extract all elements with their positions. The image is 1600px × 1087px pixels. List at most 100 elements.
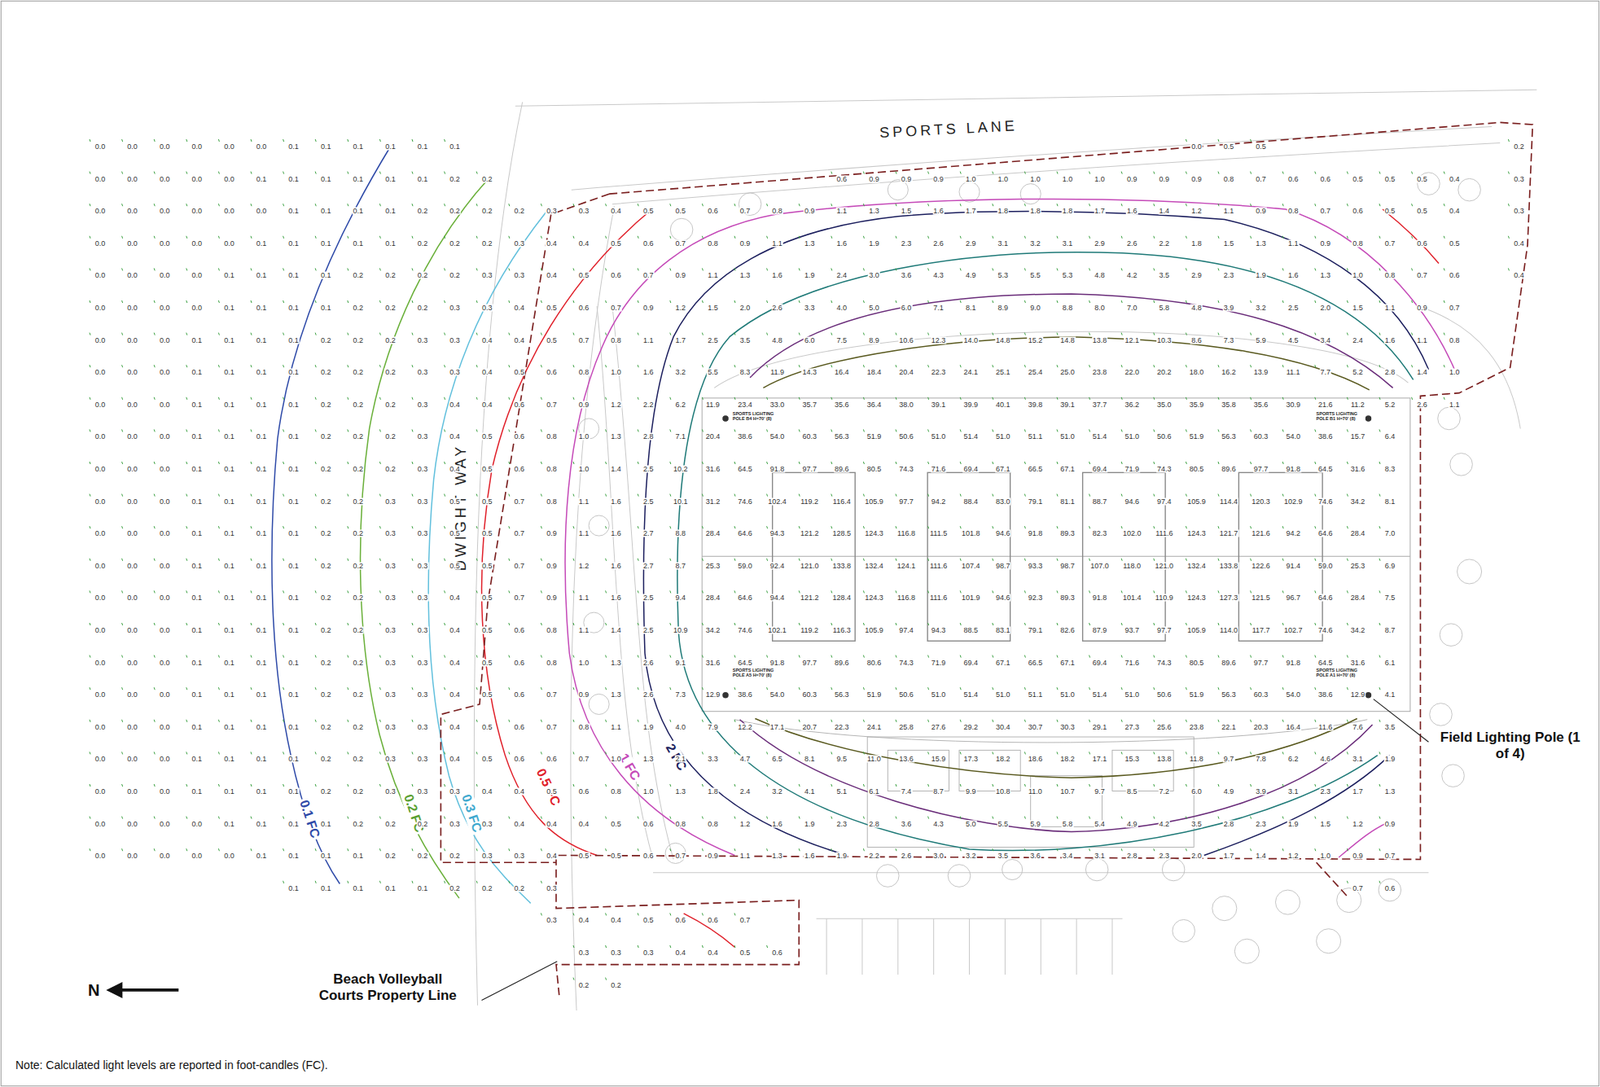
illuminance-value: 5.5 (1029, 271, 1042, 280)
grid-marker (767, 945, 768, 948)
illuminance-value: 34.2 (705, 626, 722, 635)
illuminance-value: 4.9 (964, 271, 978, 280)
illuminance-value: 24.1 (962, 368, 979, 377)
illuminance-value: 0.1 (255, 852, 268, 860)
grid-marker (1218, 558, 1219, 562)
illuminance-value: 0.3 (578, 207, 591, 215)
illuminance-value: 0.1 (287, 368, 300, 377)
illuminance-value: 116.8 (896, 530, 917, 538)
grid-marker (798, 622, 800, 626)
grid-marker (347, 461, 349, 465)
grid-marker (122, 461, 123, 465)
illuminance-value: 0.1 (255, 368, 268, 377)
illuminance-value: 59.0 (736, 561, 754, 570)
grid-marker (767, 558, 768, 562)
illuminance-value: 0.1 (191, 691, 204, 699)
illuminance-value: 105.9 (1186, 497, 1207, 505)
illuminance-value: 0.0 (126, 755, 139, 763)
grid-marker (444, 171, 446, 175)
grid-marker (798, 719, 800, 723)
illuminance-value: 3.4 (1319, 336, 1333, 344)
illuminance-value: 1.4 (609, 626, 623, 635)
grid-marker (637, 687, 639, 690)
illuminance-value: 0.5 (1415, 175, 1429, 183)
grid-marker (1056, 622, 1058, 626)
illuminance-value: 0.9 (1158, 175, 1171, 183)
grid-marker (315, 719, 316, 723)
grid-marker (540, 203, 542, 207)
illuminance-value: 0.1 (384, 239, 397, 247)
grid-marker (412, 461, 413, 465)
grid-marker (1153, 236, 1155, 239)
illuminance-value: 0.0 (255, 207, 268, 215)
illuminance-value: 1.0 (578, 658, 591, 667)
illuminance-value: 0.0 (126, 304, 139, 312)
grid-marker (540, 590, 542, 593)
contour-lines (271, 145, 1458, 947)
illuminance-value: 20.4 (705, 433, 722, 441)
illuminance-value: 1.6 (1287, 271, 1300, 280)
illuminance-value: 1.3 (739, 271, 752, 280)
illuminance-value: 0.1 (191, 594, 204, 602)
grid-marker (186, 171, 188, 175)
illuminance-value: 6.2 (1287, 755, 1300, 763)
grid-marker (637, 622, 639, 626)
grid-marker (283, 364, 285, 368)
illuminance-value: 0.5 (739, 949, 752, 957)
illuminance-value: 0.1 (287, 691, 300, 699)
illuminance-value: 18.0 (1188, 368, 1206, 377)
illuminance-value: 23.4 (736, 400, 754, 408)
grid-marker (508, 461, 510, 465)
grid-marker (1315, 848, 1316, 851)
illuminance-value: 119.2 (799, 497, 820, 505)
grid-marker (992, 461, 994, 465)
grid-marker (1315, 816, 1316, 820)
grid-marker (186, 526, 188, 529)
grid-marker (1315, 558, 1316, 562)
illuminance-value: 127.3 (1218, 594, 1240, 602)
grid-marker (283, 267, 285, 271)
illuminance-value: 0.9 (867, 175, 881, 183)
illuminance-value: 0.3 (416, 561, 430, 570)
grid-marker (1056, 171, 1058, 175)
grid-marker (476, 364, 478, 368)
illuminance-value: 0.4 (578, 916, 591, 925)
illuminance-value: 118.0 (1122, 561, 1142, 570)
illuminance-value: 0.1 (255, 336, 268, 344)
illuminance-value: 0.8 (706, 819, 719, 828)
grid-marker (863, 526, 864, 529)
grid-marker (508, 848, 510, 851)
grid-marker (1379, 687, 1381, 690)
grid-marker (734, 461, 736, 465)
grid-marker (153, 494, 155, 497)
illuminance-value: 2.2 (1158, 239, 1171, 247)
illuminance-value: 22.0 (1123, 368, 1140, 377)
illuminance-value: 0.0 (158, 304, 171, 312)
illuminance-value: 0.7 (609, 304, 623, 312)
grid-marker (476, 300, 478, 303)
illuminance-value: 2.7 (642, 561, 655, 570)
grid-marker (379, 881, 381, 884)
grid-marker (1024, 203, 1026, 207)
illuminance-value: 91.8 (1027, 530, 1044, 538)
illuminance-value: 1.3 (609, 433, 623, 441)
grid-marker (218, 139, 220, 142)
illuminance-value: 0.5 (545, 788, 558, 796)
grid-marker (1315, 171, 1316, 175)
grid-marker (734, 719, 736, 723)
grid-marker (863, 300, 864, 303)
illuminance-value: 2.8 (642, 433, 655, 441)
grid-marker (347, 429, 349, 432)
grid-marker (379, 655, 381, 658)
grid-marker (1250, 558, 1252, 562)
illuminance-value: 1.0 (609, 368, 623, 377)
illuminance-value: 79.1 (1027, 497, 1044, 505)
illuminance-value: 0.1 (223, 433, 236, 441)
grid-marker (1507, 171, 1509, 175)
grid-marker (1089, 494, 1091, 497)
illuminance-value: 0.7 (513, 594, 527, 602)
illuminance-value: 8.7 (1384, 626, 1397, 635)
illuminance-value: 0.3 (513, 852, 527, 860)
illuminance-value: 3.0 (867, 271, 881, 280)
illuminance-value: 0.0 (158, 691, 171, 699)
